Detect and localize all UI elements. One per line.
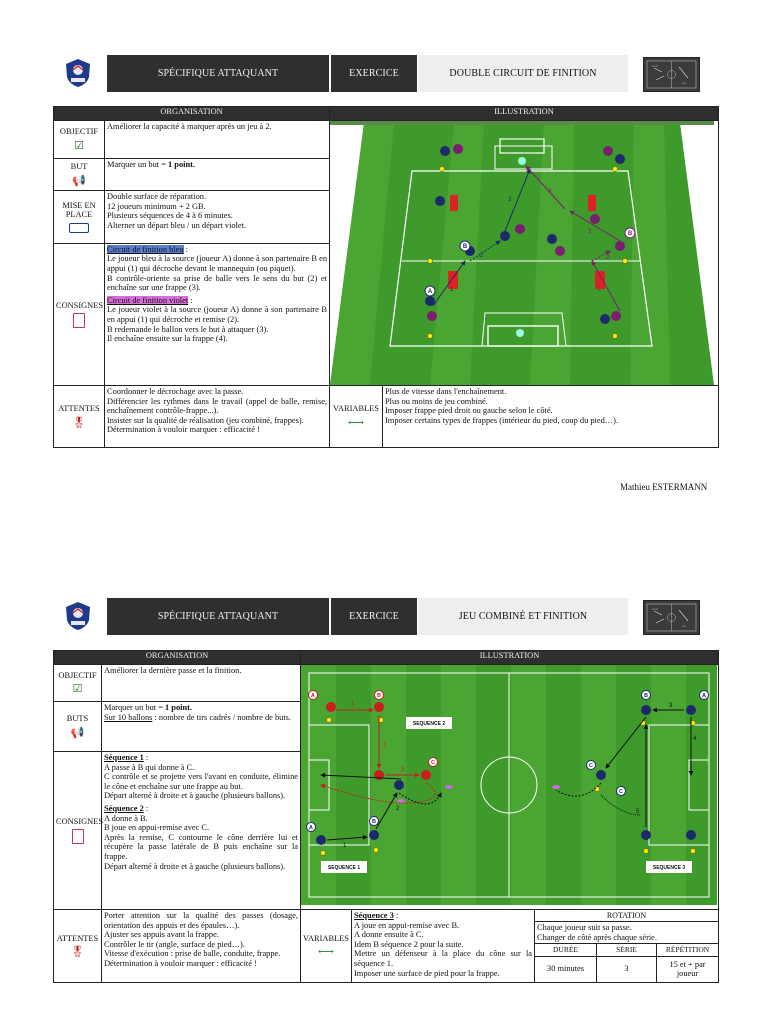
duree-header: DURÉE	[534, 943, 598, 957]
svg-text:SEQUENCE 3: SEQUENCE 3	[653, 865, 685, 871]
svg-text:2: 2	[606, 255, 610, 261]
svg-text:B: B	[377, 693, 381, 699]
svg-text:C: C	[589, 763, 593, 769]
objectif-label: OBJECTIF☑	[53, 664, 102, 702]
objectif-text: Améliorer la dernière passe et la finiti…	[100, 664, 302, 702]
megaphone-icon: 📢	[72, 174, 86, 187]
exercise1-table: ORGANISATION ILLUSTRATION OBJECTIF☑ Amél…	[52, 106, 720, 448]
svg-text:C: C	[431, 760, 435, 766]
header-type: EXERCICE	[331, 55, 417, 92]
header-title: JEU COMBINÉ ET FINITION	[418, 598, 628, 635]
organisation-header: ORGANISATION	[52, 650, 302, 665]
svg-text:1: 1	[598, 287, 602, 293]
variables-label: VARIABLES⟷	[329, 385, 384, 448]
svg-text:o x: o x	[682, 624, 686, 628]
objectif-label: OBJECTIF☑	[53, 120, 105, 159]
svg-text:3: 3	[669, 703, 673, 709]
attentes-label: ATTENTES🎖	[53, 909, 102, 983]
header-type: EXERCICE	[331, 598, 417, 635]
clipboard-icon	[73, 313, 85, 329]
svg-text:B: B	[463, 244, 468, 250]
svg-text:3: 3	[588, 229, 592, 235]
svg-text:x o x: x o x	[652, 607, 659, 611]
attentes-text: Coordonner le décrochage avec la passe.D…	[103, 385, 331, 448]
rotation-block: ROTATION Chaque joueur suit sa passe. Ch…	[534, 908, 720, 945]
medal-icon: 🎖	[70, 946, 85, 959]
svg-text:2: 2	[383, 743, 387, 749]
consignes-label: CONSIGNES	[53, 751, 103, 910]
svg-text:A: A	[702, 693, 706, 699]
illustration-cell: SEQUENCE 2 SEQUENCE 1 SEQUENCE 3 A B C A…	[300, 664, 720, 910]
svg-text:SEQUENCE 2: SEQUENCE 2	[413, 721, 445, 727]
but-text: Marquer un but = 1 point.	[103, 157, 331, 192]
consignes-text: Circuit de finition bleu : Le joueur ble…	[103, 242, 331, 387]
repetition-value: 15 et + par joueur	[656, 955, 720, 983]
attentes-label: ATTENTES🎖	[53, 385, 105, 448]
organisation-header: ORGANISATION	[52, 106, 331, 121]
svg-text:5: 5	[636, 809, 640, 815]
svg-text:3: 3	[508, 197, 512, 203]
header-category: SPÉCIFIQUE ATTAQUANT	[107, 55, 329, 92]
svg-text:1: 1	[351, 701, 355, 707]
variables-label: VARIABLES⟷	[300, 909, 353, 983]
svg-text:1: 1	[450, 287, 454, 293]
variables-text: Séquence 3 : A joue en appui-remise avec…	[351, 909, 536, 983]
svg-text:2: 2	[396, 806, 400, 812]
illustration-cell: A B B 1 2 3 1 2 3 4	[329, 120, 720, 386]
rectangle-icon	[69, 223, 89, 234]
illustration-header: ILLUSTRATION	[329, 106, 720, 121]
but-label: BUT📢	[53, 157, 105, 192]
variables-text: Plus de vitesse dans l'enchaînement.Plus…	[382, 385, 720, 448]
checkbox-icon: ☑	[74, 139, 84, 152]
header-category: SPÉCIFIQUE ATTAQUANT	[107, 598, 329, 635]
buts-label: BUTS📢	[53, 701, 102, 752]
fff-logo-icon	[66, 59, 90, 87]
consignes-label: CONSIGNES	[53, 242, 105, 387]
serie-header: SÉRIE	[596, 943, 658, 957]
tactic-board-icon: x o x o x	[643, 57, 700, 92]
svg-text:C: C	[619, 789, 623, 795]
author-signature: Mathieu ESTERMANN	[620, 482, 708, 492]
svg-text:A: A	[428, 289, 433, 295]
header-title: DOUBLE CIRCUIT DE FINITION	[418, 55, 628, 92]
buts-text: Marquer un but = 1 point. Sur 10 ballons…	[100, 701, 302, 752]
svg-text:2: 2	[480, 253, 484, 259]
double-arrow-icon: ⟷	[348, 416, 364, 429]
svg-text:3: 3	[401, 767, 405, 773]
svg-text:B: B	[644, 693, 648, 699]
rotation-line: Chaque joueur suit sa passe.	[537, 923, 632, 932]
attentes-text: Porter attention sur la qualité des pass…	[100, 909, 302, 983]
fff-logo-icon	[66, 602, 90, 630]
pitch-diagram-2: SEQUENCE 2 SEQUENCE 1 SEQUENCE 3 A B C A…	[301, 665, 718, 905]
svg-text:o x: o x	[682, 81, 686, 85]
medal-icon: 🎖	[72, 416, 86, 429]
svg-text:A: A	[309, 825, 313, 831]
svg-text:4: 4	[693, 736, 697, 742]
repetition-header: RÉPÉTITION	[656, 943, 720, 957]
duree-value: 30 minutes	[534, 955, 598, 983]
double-arrow-icon: ⟷	[318, 946, 334, 959]
illustration-header: ILLUSTRATION	[300, 650, 720, 665]
checkbox-icon: ☑	[72, 683, 83, 696]
rotation-line: Changer de côté après chaque série.	[537, 932, 657, 942]
tactic-board-icon: x o x o x	[643, 600, 700, 635]
svg-text:A: A	[311, 693, 315, 699]
svg-text:x o x: x o x	[652, 64, 659, 68]
consignes-text: Séquence 1 : A passe à B qui donne à C. …	[100, 751, 302, 910]
svg-text:SEQUENCE 1: SEQUENCE 1	[328, 865, 360, 871]
rotation-title: ROTATION	[535, 910, 719, 922]
megaphone-icon: 📢	[70, 726, 85, 739]
pitch-diagram-1: A B B 1 2 3 1 2 3 4	[330, 121, 715, 385]
serie-value: 3	[596, 955, 658, 983]
clipboard-icon	[71, 829, 84, 845]
svg-text:1: 1	[343, 843, 347, 849]
svg-text:4: 4	[548, 189, 552, 195]
svg-text:B: B	[372, 819, 376, 825]
svg-text:B: B	[628, 231, 633, 237]
exercise2-table: ORGANISATION ILLUSTRATION OBJECTIF☑ Amél…	[52, 650, 720, 983]
mise-en-place-text: Double surface de réparation.12 joueurs …	[103, 190, 331, 244]
objectif-text: Améliorer la capacité à marquer après un…	[103, 120, 331, 159]
